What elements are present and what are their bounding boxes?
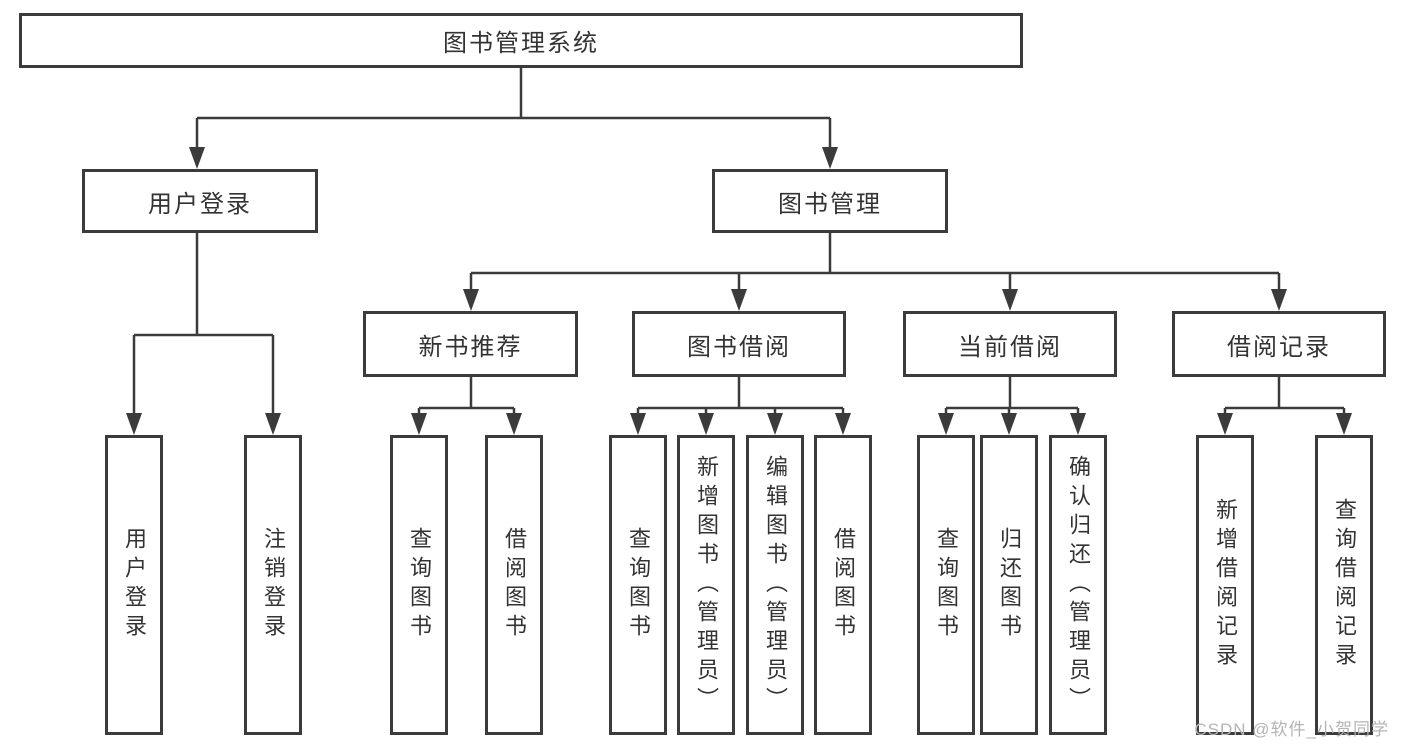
leaf-label: 查询借阅记录 (1332, 498, 1357, 672)
leaf-label: 借阅图书 (502, 527, 527, 643)
node-current-borrowing: 当前借阅 (903, 311, 1117, 377)
leaf-logout: 注销登录 (244, 435, 302, 735)
leaf-add-books-admin: 新增图书（管理员） (677, 435, 735, 735)
leaf-label: 查询图书 (407, 527, 432, 643)
leaf-label: 注销登录 (261, 527, 286, 643)
node-book-management: 图书管理 (712, 169, 948, 233)
leaf-edit-books-admin: 编辑图书（管理员） (746, 435, 804, 735)
leaf-label: 用户登录 (122, 527, 147, 643)
node-library-system: 图书管理系统 (19, 13, 1023, 68)
leaf-query-books-current: 查询图书 (917, 435, 975, 735)
leaf-label: 新增图书（管理员） (694, 454, 719, 716)
leaf-query-books-recommend: 查询图书 (390, 435, 448, 735)
leaf-label: 归还图书 (997, 527, 1022, 643)
leaf-borrow-books-recommend: 借阅图书 (485, 435, 543, 735)
leaf-borrow-books-borrowing: 借阅图书 (814, 435, 872, 735)
leaf-label: 编辑图书（管理员） (763, 454, 788, 716)
leaf-label: 借阅图书 (831, 527, 856, 643)
node-user-login: 用户登录 (82, 169, 318, 233)
leaf-query-borrow-record: 查询借阅记录 (1315, 435, 1373, 735)
leaf-confirm-return-admin: 确认归还（管理员） (1049, 435, 1107, 735)
leaf-return-books: 归还图书 (980, 435, 1038, 735)
node-book-borrowing: 图书借阅 (632, 311, 846, 377)
node-new-book-recommend: 新书推荐 (363, 311, 578, 377)
leaf-add-borrow-record: 新增借阅记录 (1196, 435, 1254, 735)
csdn-watermark: CSDN @软件_小贺同学 (1194, 720, 1389, 739)
node-borrowing-records: 借阅记录 (1172, 311, 1386, 377)
leaf-query-books-borrowing: 查询图书 (609, 435, 667, 735)
leaf-label: 查询图书 (626, 527, 651, 643)
leaf-user-login: 用户登录 (105, 435, 163, 735)
leaf-label: 新增借阅记录 (1213, 498, 1238, 672)
leaf-label: 查询图书 (934, 527, 959, 643)
leaf-label: 确认归还（管理员） (1066, 454, 1091, 716)
